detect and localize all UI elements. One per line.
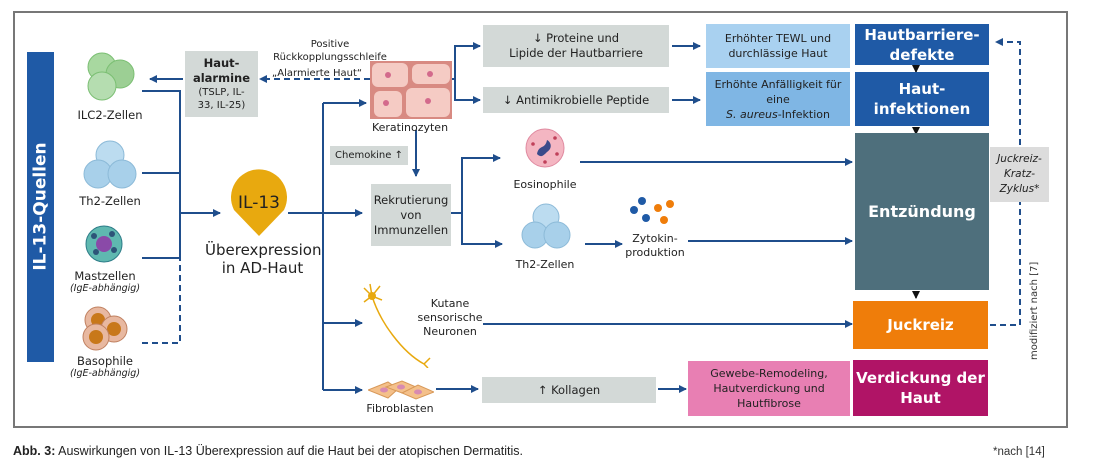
footnote: *nach [14] [993, 446, 1045, 458]
proteins-box: ↓ Proteine und Lipide der Hautbarriere [483, 25, 669, 67]
infection-species: S. aureus [726, 107, 778, 121]
il13-badge-label: IL-13 [238, 193, 280, 213]
proteins-line-1: ↓ Proteine und [532, 31, 620, 45]
remodel-line-1: Gewebe-Remodeling, [710, 367, 828, 380]
remodel-line-3: Hautfibrose [737, 397, 801, 410]
caption-label: Abb. 3: [13, 444, 56, 458]
feedback-quote: „Alarmierte Haut“ [271, 68, 363, 79]
line-mast [142, 213, 181, 259]
source-mast-label: Mastzellen [74, 269, 136, 283]
chemokine-box: Chemokine ↑ [330, 146, 408, 165]
source-mast-note: (IgE-abhängig) [69, 283, 141, 294]
infections-line-1: Haut- [898, 80, 946, 98]
itch-label: Juckreiz [887, 316, 954, 334]
barrier-line-1: Hautbarriere- [864, 25, 980, 44]
collagen-label: ↑ Kollagen [537, 382, 601, 397]
barrier-defects-box: Hautbarriere- defekte [855, 24, 989, 65]
thickening-line-1: Verdickung der [856, 369, 985, 387]
cycle-line-2: Kratz- [1003, 168, 1036, 180]
thickening-line-2: Haut [900, 389, 941, 407]
recruitment-box: Rekrutierung von Immunzellen [371, 184, 451, 246]
th2-mid-label: Th2-Zellen [515, 258, 575, 271]
recruitment-line-2: von [400, 207, 422, 222]
line-baso [142, 258, 181, 344]
arrow-kerat-peptide [454, 79, 481, 104]
figure-caption: Abb. 3: Auswirkungen von IL-13 Überexpre… [13, 444, 523, 458]
keratinocyte-label: Keratinozyten [371, 121, 449, 134]
il13-caption-2: in AD-Haut [221, 259, 304, 277]
infection-line-3: S. aureus-Infektion [726, 107, 830, 122]
cytokine-dots-icon [630, 197, 674, 224]
fibroblast-label: Fibroblasten [366, 402, 434, 415]
arrow-recruit-th2 [461, 213, 503, 248]
cycle-line-1: Juckreiz- [997, 153, 1042, 165]
cycle-line-3: Zyklus* [999, 183, 1040, 195]
infection-suffix: -Infektion [777, 107, 830, 121]
skin-thickening-box: Verdickung der Haut [853, 360, 988, 416]
keratinocyte-tissue-icon [370, 61, 452, 119]
infection-line-2: eine [766, 92, 790, 106]
line-kerat-out [450, 42, 481, 80]
sidebar-bg [27, 52, 54, 362]
itch-scratch-cycle-box: Juckreiz- Kratz- Zyklus* [990, 147, 1049, 202]
cytokine-label-2: produktion [625, 246, 685, 259]
tewl-line-2: durchlässige Haut [728, 47, 828, 60]
infection-line-1: Erhöhte Anfälligkeit für [714, 77, 842, 91]
line-ilc2 [142, 90, 181, 238]
ilc2-cell-icon [87, 52, 135, 101]
recruitment-line-3: Immunzellen [373, 222, 449, 237]
peptides-box: ↓ Antimikrobielle Peptide [483, 87, 669, 113]
itch-box: Juckreiz [853, 301, 988, 349]
chemokine-label: Chemokine ↑ [335, 150, 403, 161]
figure-frame [13, 11, 1068, 428]
neuron-label-2: sensorische [417, 311, 483, 324]
cytokine-label-1: Zytokin- [632, 232, 678, 245]
alarmine-title-2: alarmine [192, 71, 251, 85]
collagen-box: ↑ Kollagen [482, 377, 656, 403]
infection-risk-box: Erhöhte Anfälligkeit für eine S. aureus-… [706, 72, 850, 126]
neuron-label-3: Neuronen [423, 325, 477, 338]
th2-cell-icon [83, 140, 137, 189]
peptides-label: ↓ Antimikrobielle Peptide [502, 92, 650, 107]
il13-drop-icon [231, 169, 287, 236]
feedback-label-2: Rückkopplungsschleife [273, 52, 387, 63]
source-basophil-label: Basophile [76, 354, 134, 368]
feedback-label-1: Positive [310, 39, 350, 50]
sidebar-title: IL-13-Quellen [30, 142, 51, 271]
il13-caption-1: Überexpression [205, 241, 322, 259]
caption-text: Auswirkungen von IL-13 Überexpression au… [55, 444, 523, 458]
infections-line-2: infektionen [873, 100, 971, 118]
sensory-neuron-icon [363, 283, 431, 368]
tewl-box: Erhöhter TEWL und durchlässige Haut [706, 24, 850, 68]
line-recruit-out [450, 154, 501, 214]
remodeling-box: Gewebe-Remodeling, Hautverdickung und Ha… [688, 361, 850, 416]
alarmine-box: Haut- alarmine (TSLP, IL- 33, IL-25) [185, 51, 258, 117]
side-note: modifiziert nach [7] [1029, 261, 1040, 360]
eosinophil-label: Eosinophile [513, 178, 577, 191]
recruitment-line-1: Rekrutierung [373, 192, 449, 207]
neuron-label-1: Kutane [430, 297, 470, 310]
source-th2-label: Th2-Zellen [79, 194, 141, 208]
basophil-cell-icon [82, 306, 128, 351]
eosinophil-cell-icon [525, 128, 565, 168]
inflammation-box: Entzündung [855, 133, 989, 290]
fibroblast-cell-icon [368, 380, 434, 400]
source-basophil-note: (IgE-abhängig) [69, 368, 141, 379]
tewl-line-1: Erhöhter TEWL und [724, 32, 832, 45]
barrier-line-2: defekte [889, 45, 955, 64]
mast-cell-icon [85, 225, 123, 263]
inflammation-label: Entzündung [868, 202, 976, 221]
remodel-line-2: Hautverdickung und [713, 382, 825, 395]
skin-infections-box: Haut- infektionen [855, 72, 989, 126]
alarmine-detail-1: (TSLP, IL- [198, 87, 245, 98]
proteins-line-2: Lipide der Hautbarriere [509, 46, 643, 60]
th2-mid-cell-icon [521, 203, 571, 249]
source-ilc2-label: ILC2-Zellen [77, 108, 143, 122]
alarmine-detail-2: 33, IL-25) [197, 100, 246, 111]
alarmine-title-1: Haut- [203, 56, 240, 70]
